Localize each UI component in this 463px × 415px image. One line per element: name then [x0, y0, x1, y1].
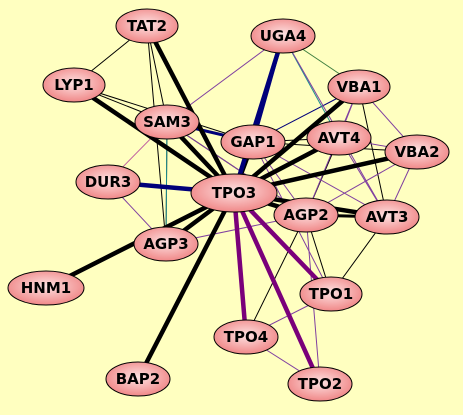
node-label: HNM1 [21, 279, 71, 297]
node-ellipse [133, 226, 199, 262]
node-ellipse [299, 276, 363, 312]
edge-sam3-agp3 [165, 121, 168, 245]
node-label: LYP1 [54, 76, 94, 94]
node-label: AGP3 [143, 235, 188, 253]
node-label: SAM3 [143, 113, 191, 131]
node-tpo1[interactable]: TPO1 [299, 276, 363, 312]
node-label: TPO1 [309, 285, 353, 303]
edge-vba1-avt3 [358, 86, 388, 218]
node-ellipse [7, 270, 85, 306]
node-label: TPO2 [298, 375, 342, 393]
node-label: VBA1 [336, 78, 381, 96]
edge-tpo3-lyp1 [71, 82, 237, 196]
node-ellipse [115, 8, 179, 44]
node-ellipse [134, 104, 200, 140]
edge-tpo3-vba1 [231, 84, 362, 196]
node-label: AVT3 [366, 208, 409, 226]
node-ellipse [213, 319, 279, 355]
node-ellipse [250, 18, 316, 54]
node-label: AVT4 [318, 129, 361, 147]
edge-tpo3-tpo4 [231, 190, 249, 340]
node-vba1[interactable]: VBA1 [327, 69, 391, 105]
node-gap1[interactable]: GAP1 [220, 124, 286, 160]
node-ellipse [327, 69, 391, 105]
node-ellipse [220, 124, 286, 160]
node-tpo2[interactable]: TPO2 [287, 366, 353, 402]
node-label: VBA2 [394, 143, 439, 161]
node-avt4[interactable]: AVT4 [306, 120, 372, 156]
node-label: TAT2 [127, 17, 167, 35]
edge-tpo3-bap2 [135, 190, 237, 382]
node-sam3[interactable]: SAM3 [134, 104, 200, 140]
node-lyp1[interactable]: LYP1 [42, 67, 106, 103]
node-vba2[interactable]: VBA2 [384, 134, 450, 170]
node-label: BAP2 [116, 370, 160, 388]
node-bap2[interactable]: BAP2 [105, 361, 171, 397]
node-agp2[interactable]: AGP2 [273, 197, 339, 233]
node-ellipse [306, 120, 372, 156]
node-agp3[interactable]: AGP3 [133, 226, 199, 262]
edge-tpo3-uga4 [231, 33, 286, 196]
node-avt3[interactable]: AVT3 [354, 199, 420, 235]
node-label: DUR3 [85, 173, 132, 191]
node-ellipse [190, 173, 278, 213]
node-label: AGP2 [283, 206, 328, 224]
node-tat2[interactable]: TAT2 [115, 8, 179, 44]
node-ellipse [273, 197, 339, 233]
node-label: UGA4 [260, 27, 307, 45]
node-ellipse [354, 199, 420, 235]
edge-agp2-tpo4 [245, 214, 307, 338]
edge-tpo3-tpo2 [231, 190, 323, 387]
node-ellipse [42, 67, 106, 103]
edge-tpo3-tat2 [144, 23, 237, 196]
node-tpo4[interactable]: TPO4 [213, 319, 279, 355]
node-label: TPO3 [212, 184, 256, 202]
node-ellipse [105, 361, 171, 397]
node-hnm1[interactable]: HNM1 [7, 270, 85, 306]
node-ellipse [75, 164, 141, 200]
node-uga4[interactable]: UGA4 [250, 18, 316, 54]
node-dur3[interactable]: DUR3 [75, 164, 141, 200]
node-ellipse [287, 366, 353, 402]
node-label: TPO4 [224, 328, 268, 346]
edge-sam3-uga4 [166, 35, 284, 123]
node-label: GAP1 [230, 133, 275, 151]
node-tpo3[interactable]: TPO3 [190, 173, 278, 213]
node-ellipse [384, 134, 450, 170]
